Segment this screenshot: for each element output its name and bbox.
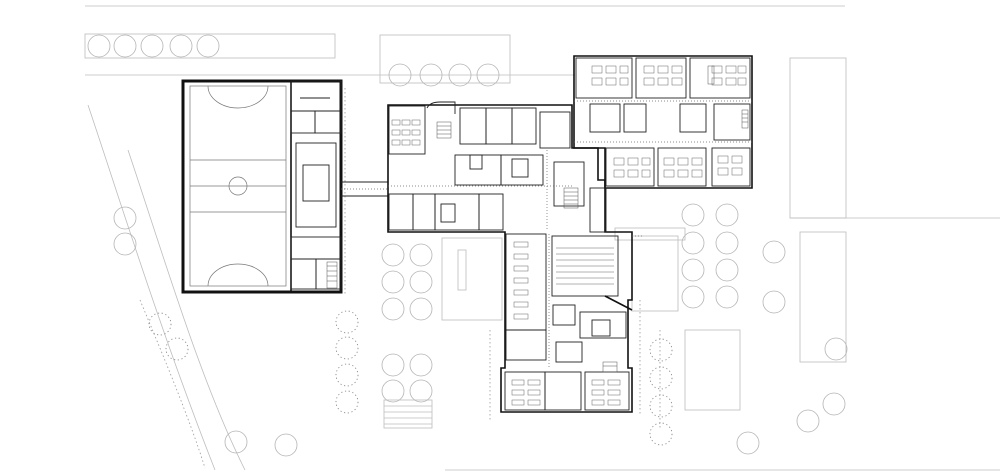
link-corridor bbox=[341, 181, 388, 197]
trees bbox=[87, 34, 848, 457]
south-desks bbox=[511, 241, 621, 406]
main-building bbox=[387, 55, 753, 413]
site-context bbox=[84, 5, 1000, 471]
ne-desks bbox=[391, 65, 747, 178]
sports-hall bbox=[181, 79, 343, 294]
hall-seating bbox=[556, 247, 614, 285]
